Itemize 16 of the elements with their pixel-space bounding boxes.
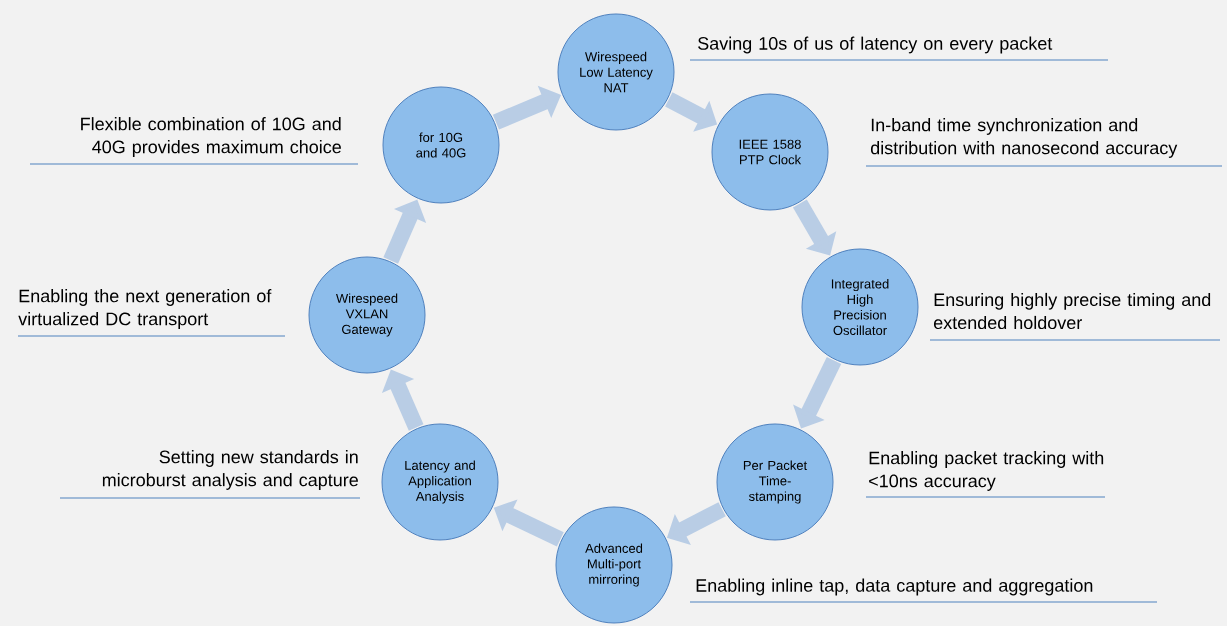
description-text: Setting new standards in microburst analysis and capture xyxy=(102,450,358,490)
description-text: Enabling packet tracking with <10ns accuracy xyxy=(869,451,1104,491)
circle-node: Advanced Multi-port mirroring xyxy=(555,506,673,624)
circle-node: IEEE 1588 PTP Clock xyxy=(711,93,829,211)
circle-node: for 10G and 40G xyxy=(382,86,500,204)
description-text: Ensuring highly precise timing and extended holdover xyxy=(933,292,1211,330)
description-text: In-band time synchronization and distribution with nanosecond accuracy xyxy=(870,118,1178,158)
circle-node: Latency and Application Analysis xyxy=(381,423,499,541)
circle-node: Integrated High Precision Oscillator xyxy=(801,248,919,366)
circle-node: Per Packet Time-stamping xyxy=(716,423,834,541)
circle-node: Wirespeed Low Latency NAT xyxy=(557,13,675,131)
description-text: Flexible combination of 10G and 40G provides maximum choice xyxy=(81,117,341,157)
description-text: Enabling inline tap, data capture and aggregation xyxy=(696,578,1093,596)
description-text: Enabling the next generation of virtualized DC transport xyxy=(18,289,272,329)
description-text: Saving 10s of us of latency on every packet xyxy=(698,36,1053,54)
circle-node: Wirespeed VXLAN Gateway xyxy=(308,256,426,374)
